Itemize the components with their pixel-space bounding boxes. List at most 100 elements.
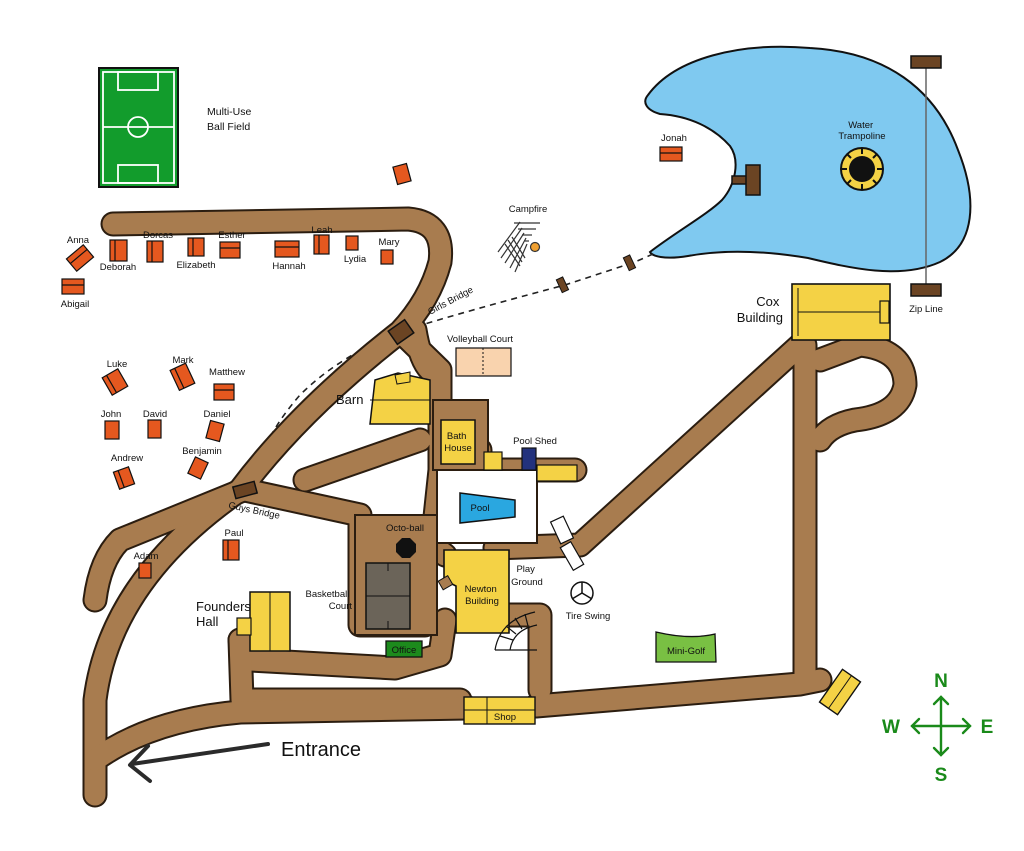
compass-w: W [882,717,900,738]
gazebo-1 [549,515,575,545]
trail-bridge-2 [555,276,570,294]
bath-house[interactable] [440,419,476,465]
basketball-court[interactable] [365,562,411,630]
tire-swing-icon[interactable] [570,581,594,605]
octo-ball-label: Octo-ball [386,523,424,534]
newton-building[interactable] [437,549,510,634]
cabin-benjamin[interactable] [187,456,209,480]
cabin-mary[interactable] [380,249,394,265]
zip-line[interactable] [910,55,942,297]
road-network [82,206,918,808]
cabin-hannah[interactable] [274,240,300,258]
playground-structure[interactable] [494,611,538,651]
entrance-label: Entrance [281,739,361,761]
cabin-label-mary: Mary [378,237,399,248]
cabin-label-daniel: Daniel [204,409,231,420]
cabin-abigail[interactable] [61,278,85,295]
cabin-label-adam: Adam [134,551,159,562]
lake [644,45,972,273]
cabin-label-andrew: Andrew [111,453,143,464]
barn[interactable] [369,371,431,425]
office-label: Office [392,645,417,656]
pool-shed[interactable] [521,447,537,471]
cabin-jonah[interactable] [659,146,683,162]
cabin-label-deborah: Deborah [100,262,136,273]
cabin-paul[interactable] [222,539,240,561]
water-trampoline-icon[interactable] [840,147,884,191]
cabin-matthew[interactable] [213,383,235,401]
compass-e: E [981,717,994,738]
volleyball-court-label: Volleyball Court [447,334,513,345]
pool-annex-2 [536,464,578,482]
cabin-andrew[interactable] [112,466,136,490]
cabin-label-paul: Paul [224,528,243,539]
pool[interactable] [459,492,516,524]
cabin-label-benjamin: Benjamin [182,446,222,457]
shop[interactable] [463,696,536,725]
pool-shed-label: Pool Shed [513,436,557,447]
pool-annex-1 [483,451,503,471]
cabin-label-jonah: Jonah [661,133,687,144]
cabin-david[interactable] [147,419,162,439]
cabin-deborah[interactable] [109,239,128,262]
cabin-luke[interactable] [101,368,129,396]
compass-rose-icon: N S E W [882,671,993,786]
compass-s: S [935,765,948,786]
shop-label: Shop [494,712,516,723]
cabin-dorcas[interactable] [146,240,164,263]
mini-golf-label: Mini-Golf [667,646,705,657]
octo-ball-icon[interactable] [396,538,416,558]
barn-label: Barn [336,392,363,407]
cabin-john[interactable] [104,420,120,440]
pool-label: Pool [470,503,489,514]
ball-field[interactable] [98,67,179,188]
entrance-arrow-icon[interactable] [128,742,270,783]
cabin-label-mark: Mark [172,355,193,366]
cox-building[interactable] [791,283,891,341]
cabin-label-luke: Luke [107,359,128,370]
zip-line-label: Zip Line [909,304,943,315]
east-gate-building[interactable] [818,668,862,716]
mini-golf[interactable] [655,631,717,663]
cabin-label-anna: Anna [67,235,90,246]
cabin-label-david: David [143,409,167,420]
cabin-anna[interactable] [65,243,95,273]
newton-building-label: Newton Building [465,584,500,607]
guys-bridge[interactable] [231,480,259,500]
cabin-label-abigail: Abigail [61,299,90,310]
cabin-label-elizabeth: Elizabeth [176,260,215,271]
cabin-label-esther: Esther [218,230,245,241]
water-trampoline-label: Water Trampoline [838,120,885,142]
campfire-icon[interactable] [497,221,541,273]
girls-bridge[interactable] [387,318,415,346]
gazebo-2 [559,540,585,572]
campfire-label: Campfire [509,204,548,215]
cabin-lydia[interactable] [345,235,359,251]
cabin-label-matthew: Matthew [209,367,245,378]
founders-hall-label: Founders Hall [196,599,255,629]
cabin-leah[interactable] [313,234,330,255]
cabin-elizabeth[interactable] [187,237,205,257]
compass-n: N [934,671,948,692]
bath-house-label: Bath House [444,431,471,454]
cabin-label-hannah: Hannah [272,261,305,272]
cabin-north[interactable] [392,162,412,186]
cabin-esther[interactable] [219,241,241,259]
cabin-adam[interactable] [138,562,152,579]
trail-bridge-1 [622,254,637,272]
cabin-daniel[interactable] [205,419,225,443]
basketball-court-label: Basketball Court [306,589,353,612]
office[interactable] [385,640,423,658]
cox-building-label: Cox Building [737,294,783,325]
ball-field-label: Multi-Use Ball Field [207,106,254,133]
cabin-label-john: John [101,409,122,420]
play-ground-label: Play Ground [511,564,543,588]
cabin-label-lydia: Lydia [344,254,367,265]
cabin-mark[interactable] [169,362,196,392]
volleyball-court[interactable] [455,347,512,377]
founders-hall[interactable] [236,591,291,652]
tire-swing-label: Tire Swing [566,611,611,622]
cabin-label-leah: Leah [311,225,332,236]
cabin-label-dorcas: Dorcas [143,230,173,241]
